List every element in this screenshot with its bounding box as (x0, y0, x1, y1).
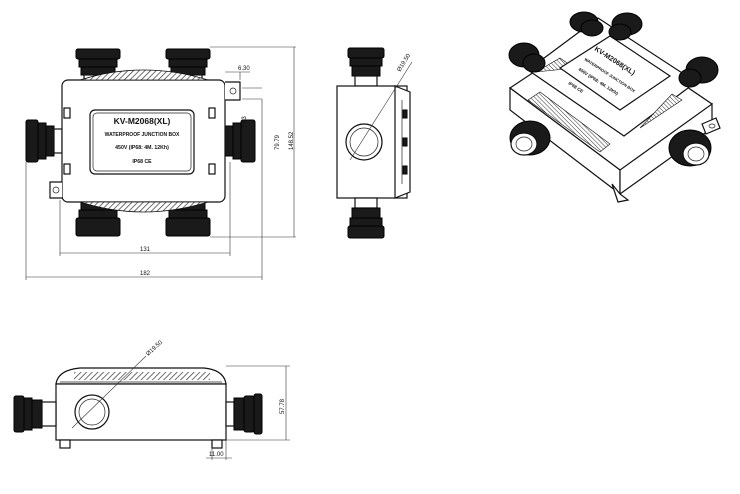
dim-7-63: 7.63 (242, 116, 248, 128)
dim-side-diameter: Ø19.50 (397, 53, 413, 73)
lid-label-panel (89, 109, 195, 175)
marks-label: IP68 CE (132, 159, 152, 165)
side-port-circle (345, 123, 383, 161)
side-gland-top (347, 47, 385, 87)
iso-gland-front-right (668, 129, 712, 167)
side-gland-bottom (347, 197, 385, 239)
front-gland-left (13, 395, 57, 433)
front-gland-right (225, 393, 263, 435)
iso-gland-front-left (509, 120, 551, 156)
gland-left (25, 119, 63, 163)
mount-ear-bottom-left (49, 181, 62, 199)
dim-front-diameter: Ø19.50 (145, 339, 164, 357)
top-view: KV-M2068(XL) WATERPROOF JUNCTION BOX 450… (25, 46, 296, 280)
side-view: Ø19.50 (336, 47, 413, 239)
iso-gland-back-left (569, 11, 604, 37)
dim-131: 131 (140, 247, 151, 253)
dim-6-30: 6.30 (238, 66, 250, 72)
iso-gland-left (508, 42, 546, 73)
hatch-top (79, 69, 209, 81)
dim-57-78: 57.78 (280, 398, 286, 414)
dim-11-00: 11.00 (209, 452, 224, 458)
mount-ear-top-right (225, 81, 241, 101)
iso-gland-back-right (608, 12, 643, 41)
front-view: Ø19.50 11.00 57.78 (13, 339, 290, 460)
dimensions-top-view: 6.30 7.63 79.79 148.52 131 182 (25, 46, 296, 280)
dim-79-79: 79.79 (275, 134, 281, 150)
spec-label: 450V (IP68: 4M. 12Kh) (115, 145, 169, 151)
dim-182: 182 (140, 271, 151, 277)
hatch-bottom (79, 201, 209, 213)
iso-gland-right (678, 56, 719, 88)
front-port-circle (74, 394, 110, 430)
subtitle-label: WATERPROOF JUNCTION BOX (105, 132, 180, 138)
isometric-view: KV-M2068(XL) WATERPROOF JUNCTION BOX 450… (508, 11, 721, 203)
dim-148-52: 148.52 (289, 131, 295, 150)
model-label: KV-M2068(XL) (114, 116, 171, 126)
